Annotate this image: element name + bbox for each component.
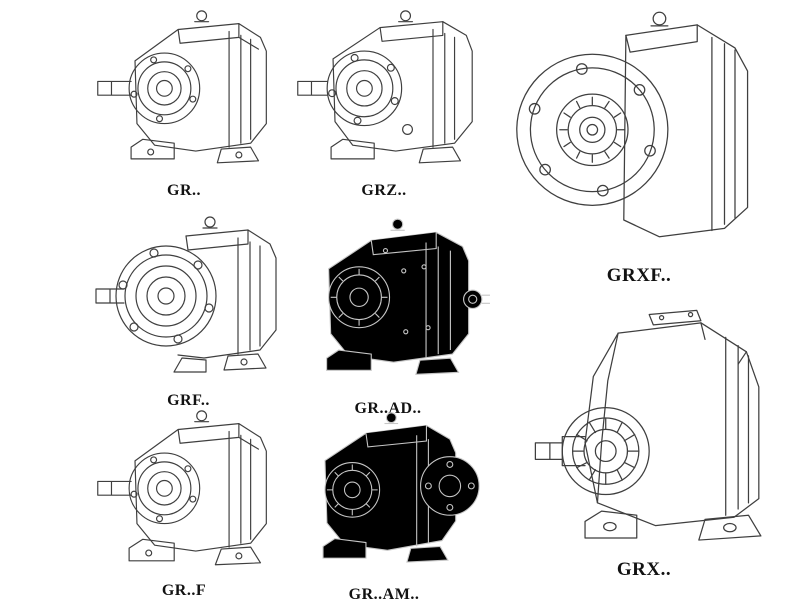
product-cell-gr-f: GR..F xyxy=(86,406,282,600)
product-label-grxf: GRXF.. xyxy=(606,265,672,287)
product-label-gr-am: GR..AM.. xyxy=(348,586,420,604)
gr-f-gearbox-drawing xyxy=(97,410,267,566)
product-cell-gr: GR.. xyxy=(86,6,282,200)
gr-gearbox-drawing xyxy=(97,10,267,164)
product-cell-grf: GRF.. xyxy=(86,210,291,410)
product-label-grf: GRF.. xyxy=(167,392,210,409)
product-cell-gr-am: GR..AM.. xyxy=(284,404,484,604)
product-cell-gr-ad: GR..AD.. xyxy=(284,210,492,418)
product-label-grz: GRZ.. xyxy=(361,182,407,200)
gr-ad-gearbox-drawing xyxy=(326,218,490,375)
product-label-gr-f: GR..F xyxy=(161,582,207,600)
grz-gearbox-drawing xyxy=(297,10,473,164)
grx-gearbox-drawing xyxy=(534,309,762,541)
product-cell-grxf: GRXF.. xyxy=(500,6,778,287)
product-cell-grx: GRX.. xyxy=(494,298,794,581)
product-cell-grz: GRZ.. xyxy=(286,6,482,200)
product-label-gr-ad: GR..AD.. xyxy=(354,399,422,417)
grxf-gearbox-drawing xyxy=(516,11,749,238)
gr-am-gearbox-drawing xyxy=(322,412,480,563)
product-label-grx: GRX.. xyxy=(616,558,672,580)
grf-gearbox-drawing xyxy=(95,216,277,373)
product-label-gr: GR.. xyxy=(167,182,201,200)
